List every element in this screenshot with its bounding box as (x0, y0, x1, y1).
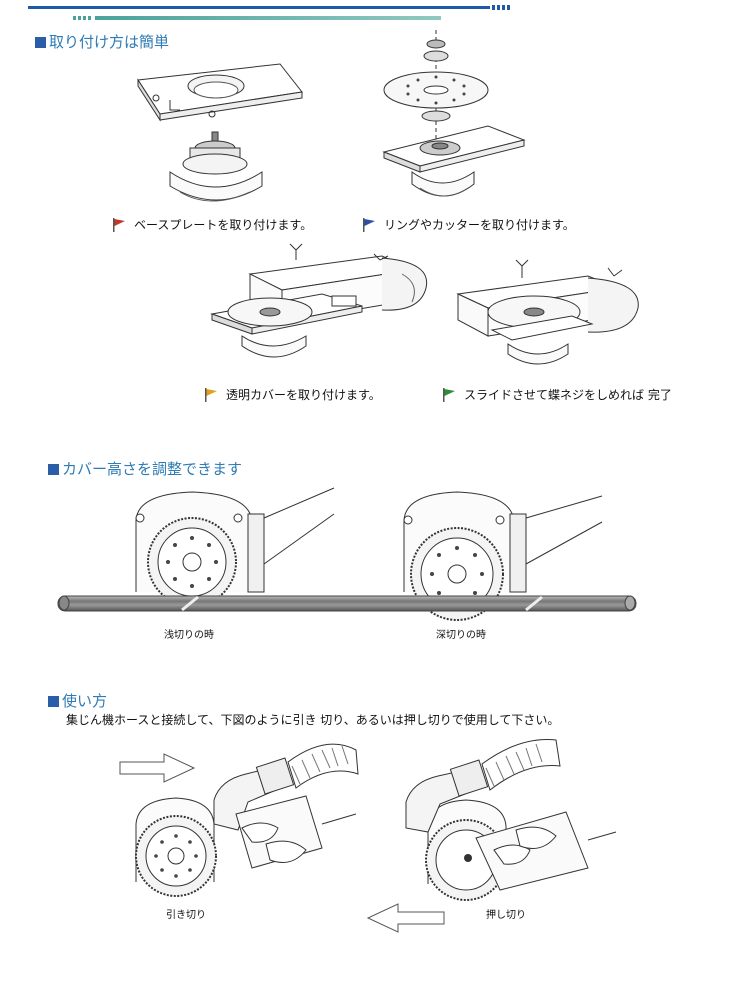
flag-4-icon (443, 388, 455, 402)
flag-1-icon (113, 218, 125, 232)
top-rule (28, 5, 512, 10)
arrow-left-icon (368, 904, 444, 932)
step-2-caption: リングやカッターを取り付けます。 (362, 216, 575, 233)
flag-3-icon (205, 388, 217, 402)
ring-cutter-illustration (378, 30, 538, 215)
push-cut-label: 押し切り (486, 910, 526, 921)
height-heading: カバー高さを調整できます (48, 458, 242, 479)
step-3-caption: 透明カバーを取り付けます。 (204, 386, 381, 403)
heading-square-icon (48, 464, 59, 475)
sub-rule (73, 16, 441, 20)
arrow-right-icon (120, 754, 194, 782)
heading-square-icon (35, 37, 46, 48)
shallow-cut-label: 浅切りの時 (164, 630, 214, 641)
deep-cut-label: 深切りの時 (436, 630, 486, 641)
slide-tighten-illustration (452, 254, 662, 374)
base-plate-illustration (130, 52, 310, 212)
step-1-caption: ベースプレートを取り付けます。 (112, 216, 312, 233)
cover-height-illustration (52, 484, 642, 624)
heading-square-icon (48, 696, 59, 707)
install-heading: 取り付け方は簡単 (35, 31, 169, 52)
flag-2-icon (363, 218, 375, 232)
usage-illustration (116, 740, 616, 930)
usage-heading: 使い方 (48, 690, 107, 711)
usage-description: 集じん機ホースと接続して、下図のように引き 切り、あるいは押し切りで使用して下さ… (66, 713, 560, 727)
transparent-cover-illustration (212, 244, 432, 374)
step-4-caption: スライドさせて蝶ネジをしめれば 完了 (442, 386, 672, 403)
pull-cut-label: 引き切り (166, 910, 206, 921)
